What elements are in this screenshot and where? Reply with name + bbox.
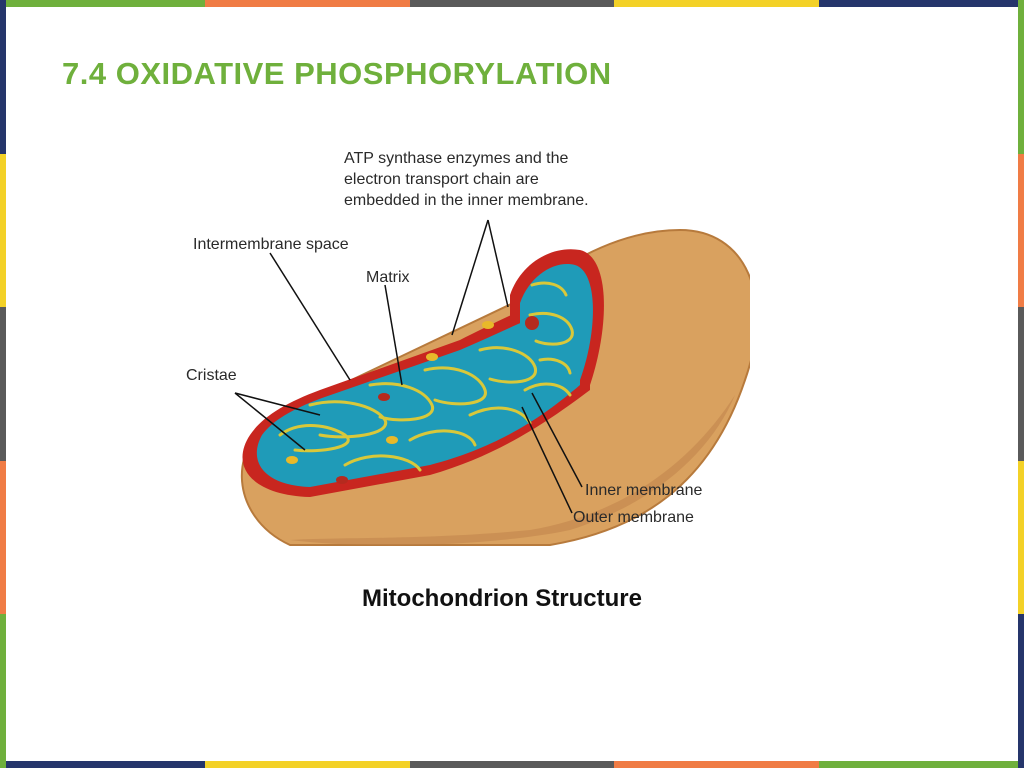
label-matrix: Matrix (366, 269, 410, 286)
right-color-bar-segment (1018, 614, 1024, 768)
top-color-bar (0, 0, 1024, 7)
bottom-color-bar-segment (819, 761, 1024, 768)
top-color-bar-segment (819, 0, 1024, 7)
atp-synthase-dots (286, 316, 539, 484)
left-color-bar-segment (0, 0, 6, 154)
outer-shading (290, 395, 735, 546)
label-atp-note-1: ATP synthase enzymes and the (344, 150, 569, 167)
cristae-folds (278, 281, 574, 472)
bottom-color-bar (0, 761, 1024, 768)
right-color-bar-segment (1018, 307, 1024, 461)
right-color-bar (1018, 0, 1024, 768)
label-cristae: Cristae (186, 367, 237, 384)
left-color-bar (0, 0, 6, 768)
left-color-bar-segment (0, 460, 6, 615)
bottom-color-bar-segment (0, 761, 205, 768)
left-color-bar-segment (0, 153, 6, 308)
label-outer-membrane: Outer membrane (573, 509, 694, 526)
left-color-bar-segment (0, 307, 6, 461)
bottom-color-bar-segment (204, 761, 410, 768)
right-color-bar-segment (1018, 153, 1024, 308)
top-color-bar-segment (409, 0, 615, 7)
left-color-bar-segment (0, 614, 6, 768)
top-color-bar-segment (614, 0, 820, 7)
right-color-bar-segment (1018, 460, 1024, 615)
leader-lines (234, 219, 583, 514)
top-color-bar-segment (204, 0, 410, 7)
label-atp-note-3: embedded in the inner membrane. (344, 192, 589, 209)
diagram-caption: Mitochondrion Structure (362, 585, 642, 612)
bottom-color-bar-segment (614, 761, 820, 768)
label-atp-note-2: electron transport chain are (344, 171, 539, 188)
label-intermembrane-space: Intermembrane space (193, 236, 349, 253)
cut-end-matrix (520, 264, 593, 380)
slide-title: 7.4 OXIDATIVE PHOSPHORYLATION (62, 56, 612, 91)
label-inner-membrane: Inner membrane (585, 482, 702, 499)
mitochondrion-diagram: ATP synthase enzymes and the electron tr… (186, 150, 750, 546)
top-color-bar-segment (0, 0, 205, 7)
bottom-color-bar-segment (409, 761, 615, 768)
right-color-bar-segment (1018, 0, 1024, 154)
